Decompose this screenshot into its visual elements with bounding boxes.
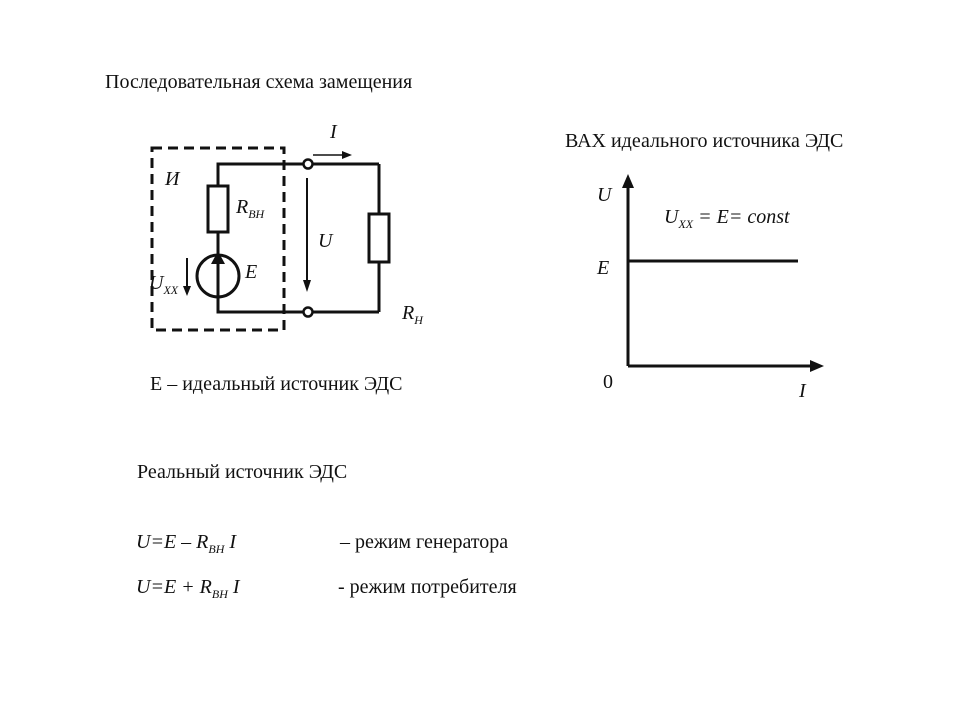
vax-y-axis-label: U <box>597 184 612 206</box>
emf-source-symbol <box>195 251 241 299</box>
vax-x-axis-label: I <box>799 380 806 402</box>
resistor-load <box>367 212 391 264</box>
current-arrow <box>313 151 352 159</box>
source-boundary <box>150 146 286 332</box>
label-r-load: RН <box>402 302 423 327</box>
circuit-wires <box>216 162 381 314</box>
caption-ideal-source: E – идеальный источник ЭДС <box>150 373 403 395</box>
label-voltage-u: U <box>318 230 333 252</box>
formula-generator-desc: – режим генератора <box>340 531 509 553</box>
vax-origin-label: 0 <box>603 371 613 393</box>
terminal-top <box>302 158 314 170</box>
formula-consumer-desc: - режим потребителя <box>338 576 517 598</box>
label-source-box: И <box>165 168 180 190</box>
vax-e-tick-label: E <box>597 257 610 279</box>
voltage-arrow <box>303 178 311 292</box>
vax-axes <box>622 174 824 372</box>
label-emf-e: E <box>245 261 258 283</box>
vax-heading: ВАХ идеального источника ЭДС <box>565 130 844 152</box>
uxx-arrow <box>183 258 191 296</box>
terminal-bottom <box>302 306 314 318</box>
circuit-heading: Последовательная схема замещения <box>105 71 413 93</box>
formula-consumer: U=E + RВН I <box>136 576 240 601</box>
label-r-internal: RВН <box>236 196 265 221</box>
formula-generator: U=E – RВН I <box>136 531 237 556</box>
label-current-i: I <box>330 121 337 143</box>
vax-equation: UXX = E= const <box>664 206 790 231</box>
real-source-heading: Реальный источник ЭДС <box>137 461 348 483</box>
label-uxx: UXX <box>149 272 179 297</box>
resistor-internal <box>206 184 230 234</box>
